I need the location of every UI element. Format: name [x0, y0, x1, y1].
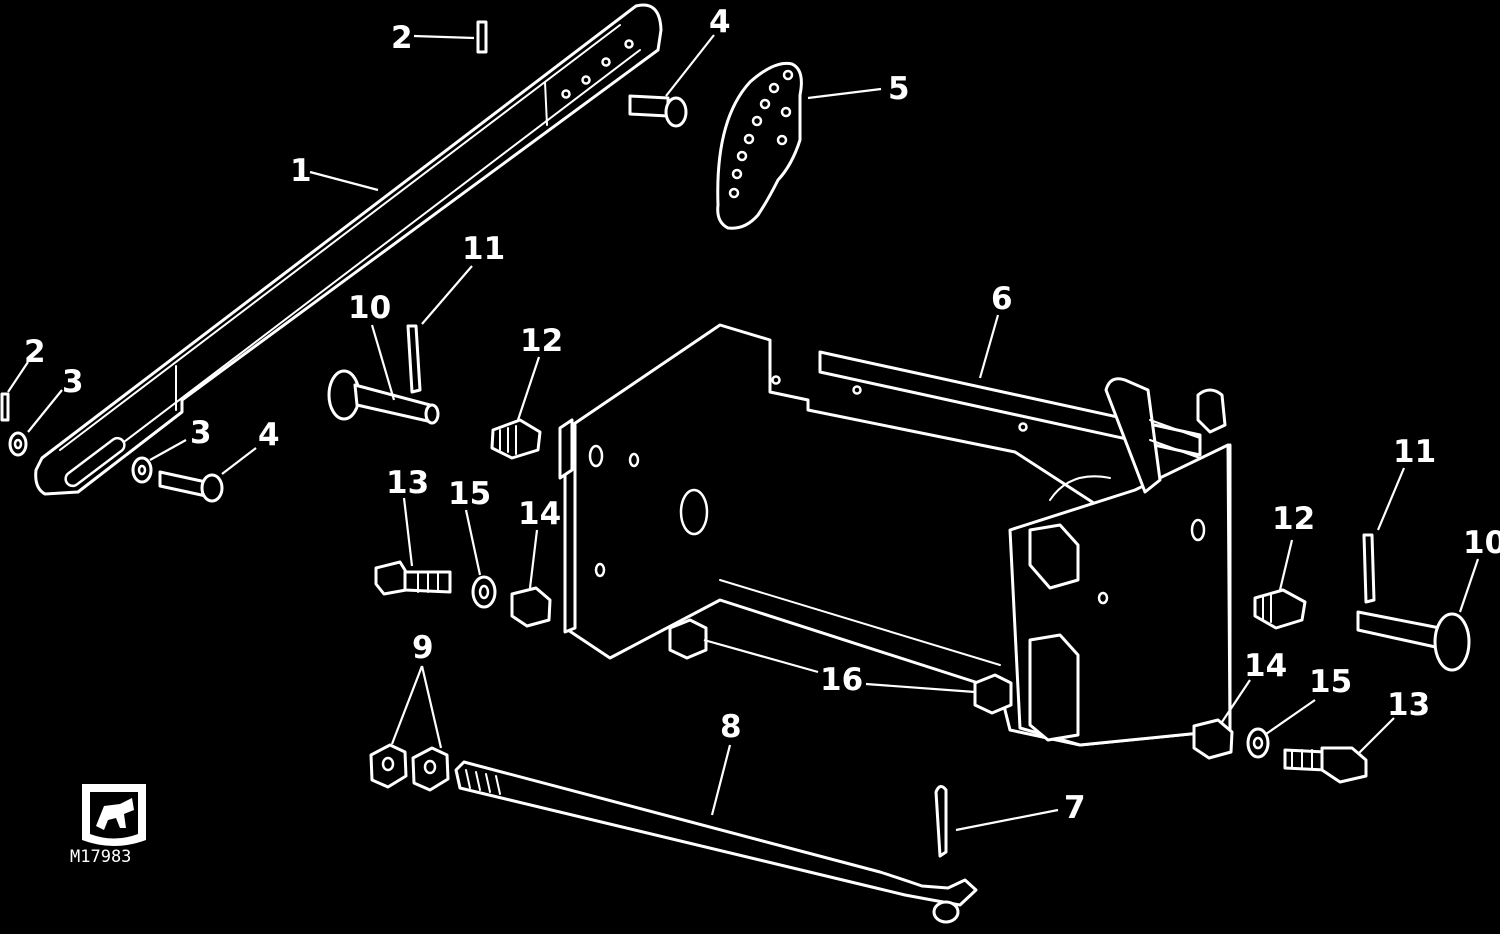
bolt-upper [628, 94, 688, 128]
washer-15-left [471, 575, 497, 609]
figure-id: M17983 [70, 847, 131, 867]
screw-left [374, 560, 452, 596]
washer-15-right [1246, 727, 1270, 759]
leader-lines [7, 34, 1480, 832]
cotter-pin [934, 785, 948, 858]
callout-11-left: 11 [462, 231, 505, 267]
callout-12-left: 12 [520, 323, 563, 359]
callout-7: 7 [1064, 790, 1086, 826]
washer-lower [131, 456, 153, 484]
callout-12-right: 12 [1272, 501, 1315, 537]
callout-14-right: 14 [1244, 648, 1287, 684]
bushing-left [490, 418, 542, 460]
threaded-rod [454, 760, 978, 924]
callout-4-upper: 4 [709, 4, 731, 40]
callout-labels: 1 2 2 3 3 4 4 5 6 7 8 9 10 10 11 11 12 1… [24, 4, 1500, 826]
callout-4-lower: 4 [258, 417, 280, 453]
nut-9b [411, 746, 450, 792]
spring-pin-left [406, 324, 422, 394]
frame-bracket [558, 323, 1232, 747]
callout-3-lower: 3 [190, 415, 212, 451]
nut-9a [369, 743, 408, 789]
bolt-lower [158, 470, 224, 503]
callout-9: 9 [412, 630, 434, 666]
screw-right [1283, 746, 1368, 784]
clevis-pin-left [327, 369, 440, 425]
callout-15-left: 15 [448, 476, 491, 512]
link-bar [34, 3, 663, 496]
callout-5: 5 [888, 71, 910, 107]
clevis-pin-right [1356, 610, 1471, 672]
spacer-left [510, 586, 552, 628]
callout-2-left: 2 [24, 334, 46, 370]
callout-14-left: 14 [518, 496, 561, 532]
quadrant-plate [716, 61, 803, 230]
washer-left [8, 431, 28, 457]
callout-6: 6 [991, 281, 1013, 317]
spring-pin-right [1362, 533, 1376, 604]
callout-2-top: 2 [391, 20, 413, 56]
pin-top [476, 20, 488, 54]
nut-16-left [668, 618, 708, 660]
nut-16-right [973, 673, 1013, 715]
callout-10-left: 10 [348, 290, 391, 326]
callout-3-left: 3 [62, 364, 84, 400]
spacer-right [1192, 718, 1234, 760]
callout-11-right: 11 [1393, 434, 1436, 470]
callout-15-right: 15 [1309, 664, 1352, 700]
callout-1: 1 [290, 153, 312, 189]
bushing-right [1253, 588, 1307, 630]
callout-13-right: 13 [1387, 687, 1430, 723]
callout-16: 16 [820, 662, 863, 698]
pin-left [0, 392, 10, 422]
logo: M17983 [70, 784, 146, 867]
callout-8: 8 [720, 709, 742, 745]
callout-10-right: 10 [1463, 525, 1500, 561]
callout-13-left: 13 [386, 465, 429, 501]
